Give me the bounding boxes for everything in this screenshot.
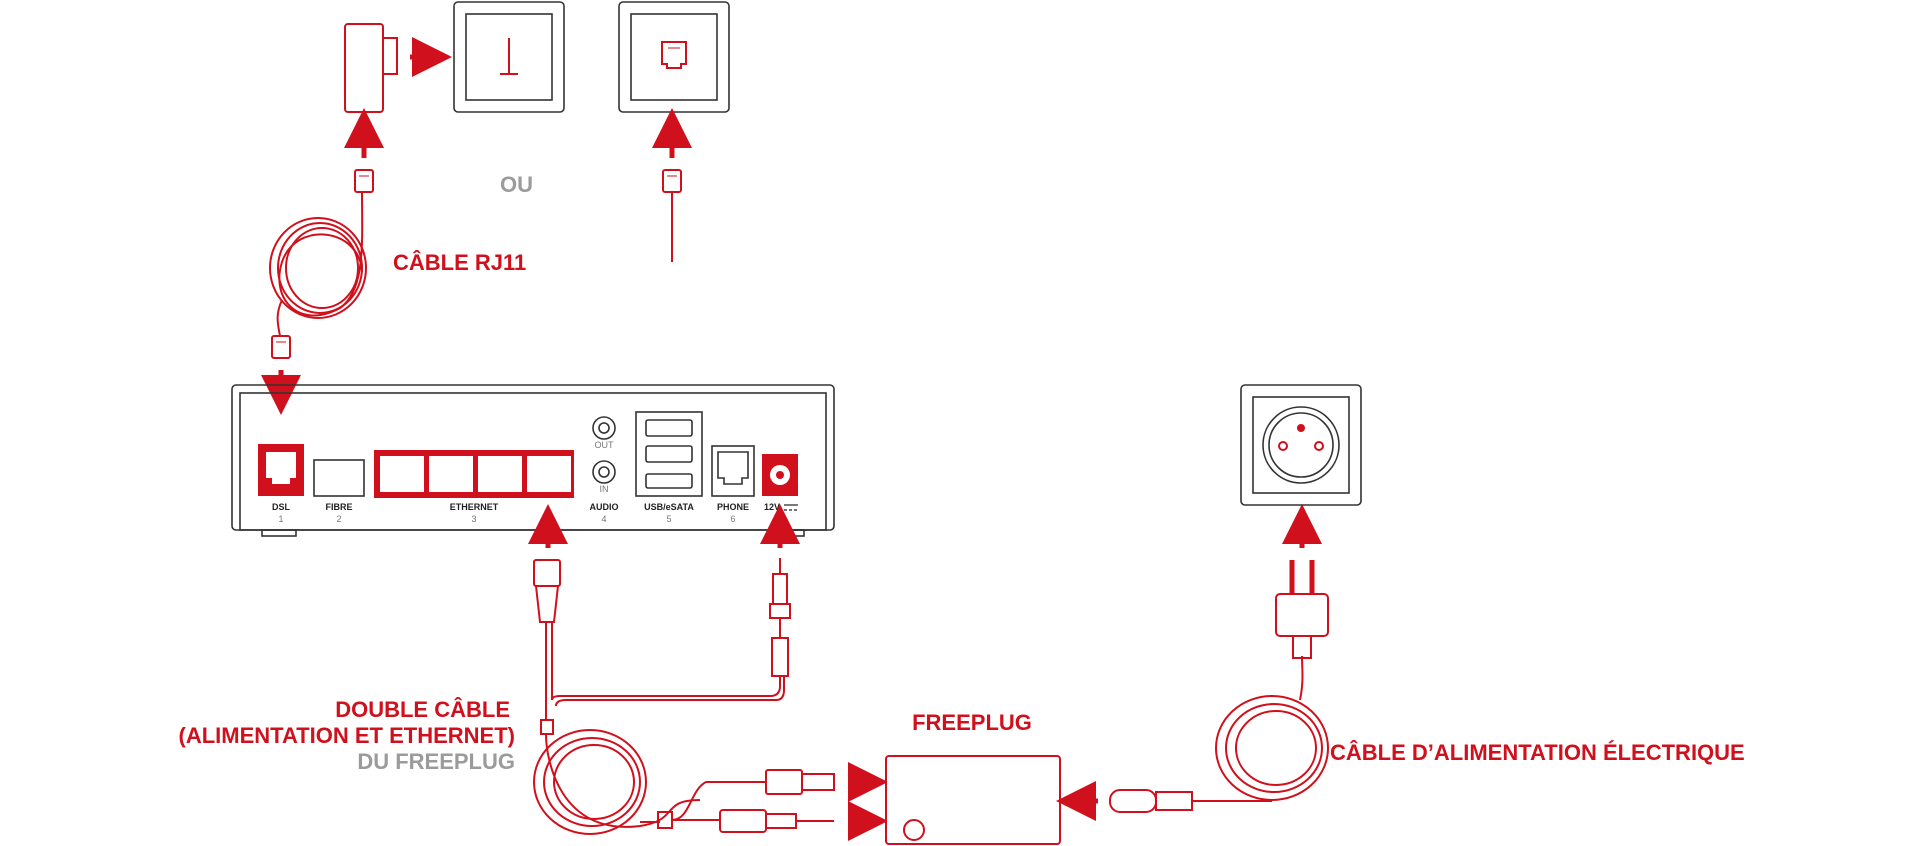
svg-text:DSL: DSL [272, 502, 291, 512]
svg-text:4: 4 [601, 514, 606, 524]
phone-filter-adapter [344, 23, 398, 113]
rj11-wall-socket [618, 1, 730, 113]
port-dsl: DSL 1 [258, 444, 304, 524]
rj11-cable-coil [269, 191, 367, 337]
svg-text:5: 5 [666, 514, 671, 524]
wall-power-outlet [1240, 384, 1362, 506]
port-audio: OUT IN AUDIO 4 [590, 416, 619, 524]
port-usb-esata: USB/eSATA 5 [635, 411, 703, 524]
svg-text:3: 3 [471, 514, 476, 524]
svg-text:IN: IN [600, 484, 609, 494]
power-cable [1109, 560, 1329, 813]
port-fibre: FIBRE 2 [313, 459, 365, 524]
svg-text:2: 2 [336, 514, 341, 524]
svg-text:FIBRE: FIBRE [326, 502, 353, 512]
svg-text:OUT: OUT [595, 440, 615, 450]
freeplug-label: FREEPLUG [912, 710, 1032, 735]
double-cable-label-line3: DU FREEPLUG [357, 749, 515, 774]
svg-text:6: 6 [730, 514, 735, 524]
power-cable-label: CÂBLE D’ALIMENTATION ÉLECTRIQUE [1330, 740, 1745, 765]
freebox-server: DSL 1 FIBRE 2 ETHERNET 3 OUT IN AUDIO [231, 384, 835, 537]
rj11-plug-alt [662, 169, 682, 262]
svg-text:AUDIO: AUDIO [590, 502, 619, 512]
port-phone: PHONE 6 [711, 445, 755, 524]
rj11-cable-label: CÂBLE RJ11 [393, 250, 526, 275]
t-phone-socket [453, 1, 565, 113]
svg-text:PHONE: PHONE [717, 502, 749, 512]
double-cable [533, 558, 835, 835]
port-ethernet: ETHERNET 3 [374, 450, 574, 524]
double-cable-label-line1: DOUBLE CÂBLE [335, 697, 510, 722]
freeplug-device [885, 755, 1061, 845]
svg-text:USB/eSATA: USB/eSATA [644, 502, 694, 512]
svg-text:ETHERNET: ETHERNET [450, 502, 499, 512]
svg-text:1: 1 [278, 514, 283, 524]
double-cable-label-line2: (ALIMENTATION ET ETHERNET) [179, 723, 516, 748]
rj11-plug-bottom [271, 335, 291, 359]
port-12v: 12V [762, 454, 798, 512]
ou-label: OU [500, 172, 533, 197]
rj11-plug-top [354, 169, 374, 193]
svg-text:12V: 12V [764, 502, 780, 512]
